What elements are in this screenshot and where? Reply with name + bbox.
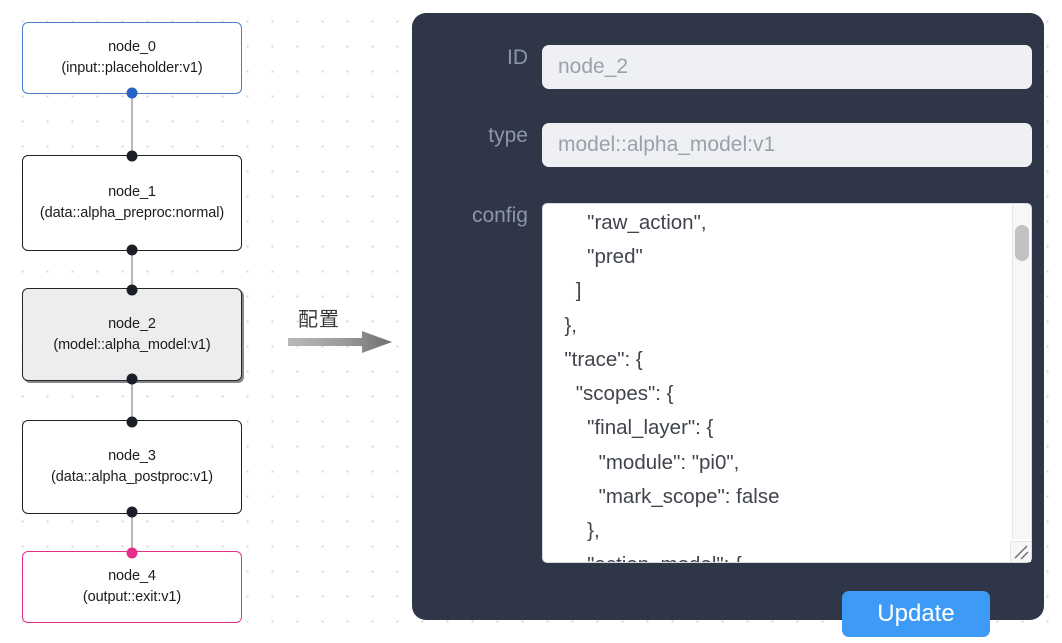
port-node_1-output[interactable] [126, 244, 138, 256]
port-node_1-input[interactable] [126, 150, 138, 162]
port-node_3-output[interactable] [126, 506, 138, 518]
field-row-config: config "raw_action", "pred" ] }, "trace"… [432, 203, 1032, 563]
update-button[interactable]: Update [842, 591, 990, 637]
config-panel: ID type config "raw_action", "pred" ] },… [412, 13, 1044, 637]
id-field-label: ID [507, 46, 528, 69]
graph-node-node_3[interactable]: node_3 (data::alpha_postproc:v1) [22, 420, 242, 514]
node-type-label: (data::alpha_preproc:normal) [39, 205, 225, 221]
config-field-label: config [471, 204, 528, 227]
field-row-type: type [432, 123, 1032, 167]
id-input[interactable] [542, 45, 1032, 89]
node-id-label: node_2 [108, 315, 156, 332]
edge-node1-node2[interactable] [131, 246, 133, 293]
node-id-label: node_3 [108, 448, 156, 465]
field-row-id: ID [432, 45, 1032, 89]
edge-node3-node4[interactable] [131, 509, 133, 556]
port-node_0-output[interactable] [126, 87, 138, 99]
type-input[interactable] [542, 123, 1032, 167]
edge-node2-node3[interactable] [131, 376, 133, 424]
node-type-label: (model::alpha_model:v1) [53, 336, 211, 353]
node-id-label: node_0 [108, 39, 156, 56]
config-textarea[interactable]: "raw_action", "pred" ] }, "trace": { "sc… [542, 203, 1032, 563]
port-node_4-input[interactable] [126, 547, 138, 559]
port-node_3-input[interactable] [126, 416, 138, 428]
config-scrollbar-thumb[interactable] [1015, 225, 1029, 261]
config-scrollbar-track[interactable] [1012, 205, 1030, 539]
type-field-label: type [488, 124, 528, 147]
node-type-label: (input::placeholder:v1) [61, 60, 203, 76]
edge-node0-node1[interactable] [131, 88, 133, 158]
node-id-label: node_4 [108, 568, 156, 585]
node-type-label: (output::exit:v1) [82, 589, 182, 605]
right-arrow-icon [288, 331, 392, 353]
config-textarea-wrapper: "raw_action", "pred" ] }, "trace": { "sc… [542, 203, 1032, 563]
graph-node-node_0[interactable]: node_0 (input::placeholder:v1) [22, 22, 242, 94]
flow-annotation-label: 配置 [298, 307, 340, 331]
node-id-label: node_1 [108, 184, 156, 201]
config-resize-handle[interactable] [1010, 541, 1031, 562]
port-node_2-input[interactable] [126, 284, 138, 296]
graph-node-node_2[interactable]: node_2 (model::alpha_model:v1) [22, 288, 242, 381]
node-type-label: (data::alpha_postproc:v1) [51, 469, 213, 485]
port-node_2-output[interactable] [126, 373, 138, 385]
graph-node-node_1[interactable]: node_1 (data::alpha_preproc:normal) [22, 155, 242, 251]
graph-node-node_4[interactable]: node_4 (output::exit:v1) [22, 551, 242, 623]
resize-grip-icon [1014, 545, 1029, 560]
